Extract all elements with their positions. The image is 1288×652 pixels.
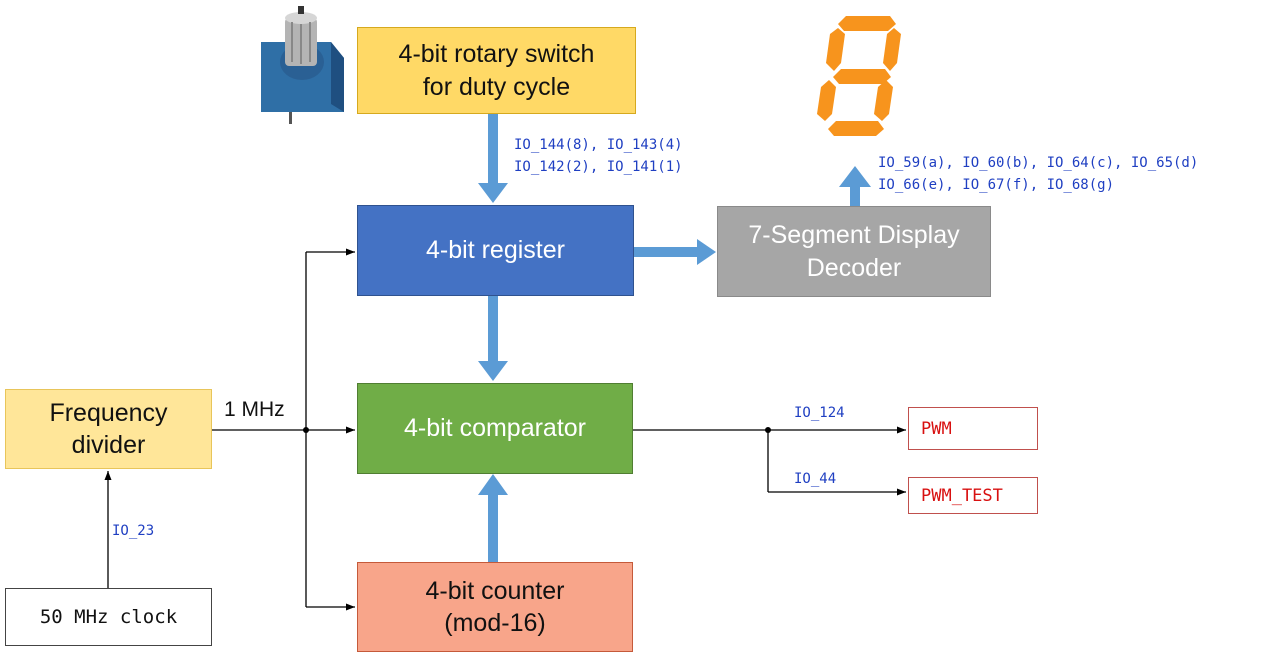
clock-source-block: 50 MHz clock — [5, 588, 212, 646]
bus-counter-to-comparator — [478, 474, 508, 562]
io-44-label: IO_44 — [794, 471, 837, 487]
pwm-output: PWM — [908, 407, 1038, 450]
bus-register-to-comparator — [478, 296, 508, 381]
segment-pins-label: IO_59(a), IO_60(b), IO_64(c), IO_65(d) I… — [878, 155, 1199, 193]
rotary-switch-icon — [261, 6, 344, 124]
switch-pins-label: IO_144(8), IO_143(4) IO_142(2), IO_141(1… — [514, 137, 683, 175]
io-23-label: IO_23 — [112, 523, 155, 539]
decoder-block: 7-Segment Display Decoder — [717, 206, 991, 297]
frequency-divider-block: Frequency divider — [5, 389, 212, 469]
junction-dot-clock — [303, 427, 309, 433]
clock-1mhz-label: 1 MHz — [224, 398, 285, 421]
io-124-label: IO_124 — [794, 405, 845, 421]
junction-dot-pwm — [765, 427, 771, 433]
seven-segment-digit-icon — [817, 16, 901, 136]
rotary-switch-block: 4-bit rotary switch for duty cycle — [357, 27, 636, 114]
bus-switch-to-register — [478, 114, 508, 203]
comparator-block: 4-bit comparator — [357, 383, 633, 474]
bus-decoder-to-display — [839, 166, 871, 206]
counter-block: 4-bit counter (mod-16) — [357, 562, 633, 652]
pwm-test-output: PWM_TEST — [908, 477, 1038, 514]
register-block: 4-bit register — [357, 205, 634, 296]
bus-register-to-decoder — [634, 239, 716, 265]
